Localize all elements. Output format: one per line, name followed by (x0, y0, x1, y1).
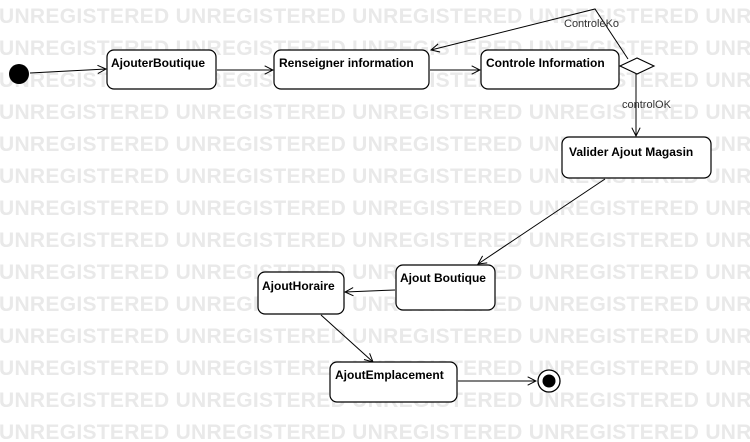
activity-controle-information[interactable]: Controle Information (480, 49, 620, 90)
activity-renseigner-information[interactable]: Renseigner information (273, 49, 430, 90)
edge-label-controleko: ControleKo (564, 18, 619, 30)
activity-label: AjouterBoutique (111, 56, 205, 70)
activity-valider-ajout-magasin[interactable]: Valider Ajout Magasin (561, 136, 712, 179)
edge-start-to-ajouterboutique (29, 69, 106, 73)
activity-ajout-boutique[interactable]: Ajout Boutique (395, 264, 496, 311)
edge-label-controlok: controlOK (622, 99, 672, 111)
edge-ajoutboutique-to-ajouthoraire (345, 290, 396, 292)
activity-ajout-emplacement[interactable]: AjoutEmplacement (329, 361, 458, 403)
decision-node-icon (618, 57, 656, 75)
activity-ajout-horaire[interactable]: AjoutHoraire (257, 271, 345, 315)
activity-label: Renseigner information (279, 56, 414, 70)
edge-ajouthoraire-to-ajoutemplacement (320, 314, 373, 362)
edges (29, 8, 636, 381)
initial-node-icon (9, 64, 29, 84)
activity-label: AjoutHoraire (262, 279, 335, 293)
activity-label: Valider Ajout Magasin (569, 145, 693, 159)
activity-ajouterboutique[interactable]: AjouterBoutique (106, 49, 217, 90)
edge-decision-controleko (431, 8, 629, 60)
activity-label: Ajout Boutique (400, 271, 486, 285)
activity-label: Controle Information (486, 56, 605, 70)
edge-valider-to-ajoutboutique (478, 178, 606, 264)
final-node-icon (537, 369, 561, 393)
activity-label: AjoutEmplacement (335, 368, 444, 382)
